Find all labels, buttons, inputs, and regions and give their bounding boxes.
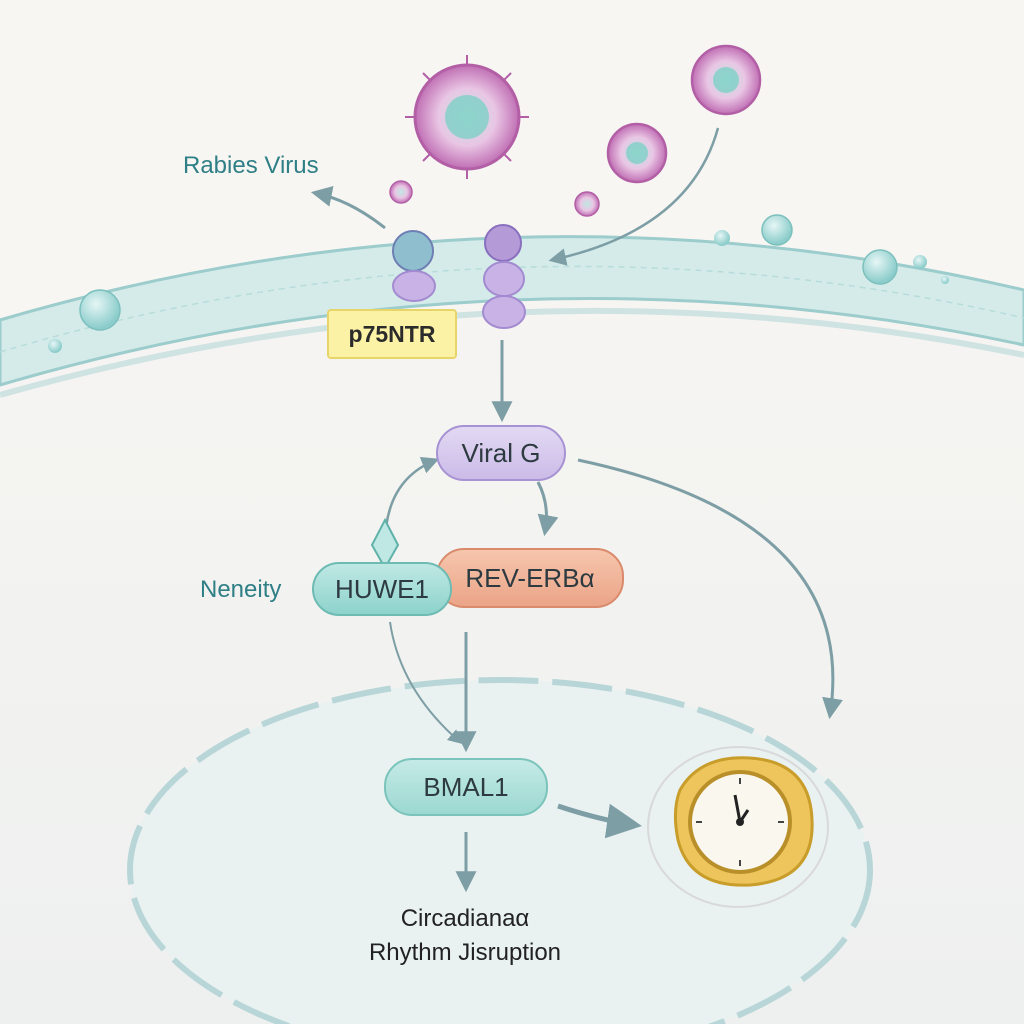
virus-particle-small — [574, 191, 600, 217]
arrow-rabies-label — [310, 186, 386, 230]
arrow-bmal1-clock — [557, 803, 642, 839]
arrow-huwe1-bmal1 — [389, 621, 463, 744]
receptor-right — [482, 224, 526, 329]
huwe1-node: HUWE1 — [312, 562, 452, 616]
outcome-line-1: Circadianаα — [400, 905, 530, 932]
receptor-left — [392, 230, 436, 302]
nucleus — [127, 677, 873, 1024]
outcome-line-2: Rhythm Jisruption — [368, 939, 562, 966]
rabies-virus-label: Rabies Virus — [183, 152, 319, 179]
virus-particle-large — [405, 55, 529, 179]
virus-particle — [606, 122, 668, 184]
viral-g-node: Viral G — [436, 425, 566, 481]
p75ntr-label: p75NTR — [327, 309, 457, 359]
outcome-label: Circadianаα Rhythm Jisruption — [330, 902, 600, 970]
virus-particle-small — [389, 180, 413, 204]
vesicle-bubble — [79, 289, 121, 331]
arrow-viralg-clock — [577, 458, 843, 720]
rev-erb-node: REV-ERBα — [436, 548, 624, 608]
clock-icon — [647, 746, 829, 908]
vesicle-bubble — [862, 249, 898, 285]
arrow-virus-entry — [548, 127, 720, 266]
bmal1-node: BMAL1 — [384, 758, 548, 816]
virus-particle — [690, 44, 762, 116]
neneity-label: Neneity — [200, 576, 282, 603]
arrow-viralg-reverb — [536, 481, 559, 537]
vesicle-bubble — [761, 214, 793, 246]
cell-membrane — [0, 235, 1024, 387]
